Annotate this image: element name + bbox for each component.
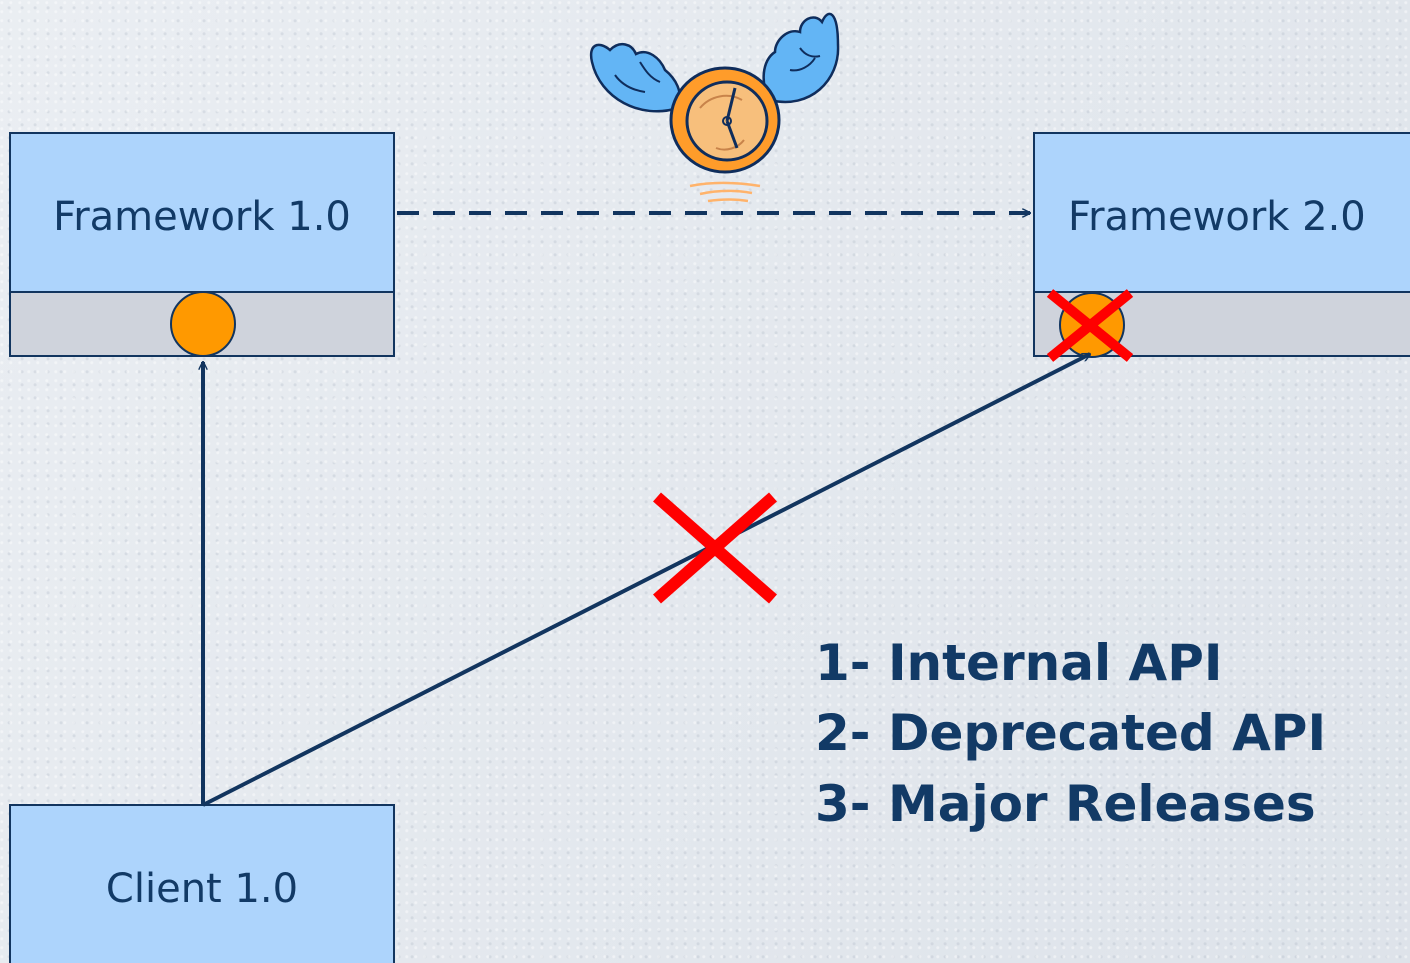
interface-circle-icon [170,291,236,357]
framework-1-box[interactable]: Framework 1.0 [9,132,395,357]
client-box[interactable]: Client 1.0 [9,804,395,963]
client-label: Client 1.0 [106,866,298,912]
framework-2-label: Framework 2.0 [1068,194,1366,240]
client-to-framework-2-arrow [202,352,1090,807]
list-item: 3- Major Releases [815,775,1316,833]
winged-clock-icon [589,12,840,203]
framework-2-box[interactable]: Framework 2.0 [1033,132,1410,362]
red-x-icon [653,492,777,604]
list-item: 1- Internal API [815,634,1222,692]
red-x-icon [1046,289,1134,362]
list-item: 2- Deprecated API [815,704,1326,762]
framework-1-label: Framework 1.0 [53,194,351,240]
key-points-list: 1- Internal API 2- Deprecated API 3- Maj… [815,634,1326,833]
